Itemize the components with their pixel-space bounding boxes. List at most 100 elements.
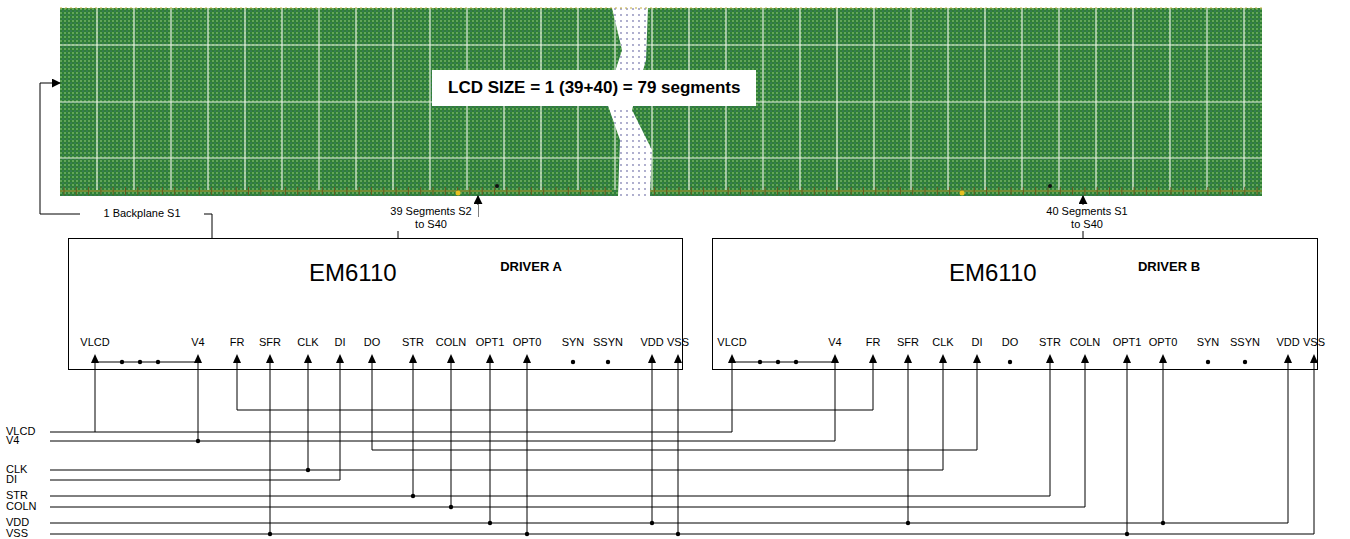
junction-dot <box>794 360 798 364</box>
pin-arrow <box>336 354 344 363</box>
pin-arrow <box>233 354 241 363</box>
driver-chip: EM6110DRIVER B <box>712 238 1318 370</box>
segment-pads <box>60 8 1262 196</box>
pin-arrow <box>1310 354 1318 363</box>
pin-name: SFR <box>259 336 281 349</box>
junction-dot <box>525 532 529 536</box>
wire <box>1127 362 1128 534</box>
junction-dot <box>1125 532 1129 536</box>
pin-name: SYN <box>562 336 585 349</box>
junction-dot <box>676 532 680 536</box>
wire <box>50 362 732 432</box>
driver-chip: EM6110DRIVER A <box>68 238 683 370</box>
pin-name: STR <box>1039 336 1061 349</box>
pin-arrow <box>447 354 455 363</box>
lcd-glass <box>60 8 1262 196</box>
pin-name: OPT0 <box>513 336 542 349</box>
junction-dot <box>776 360 780 364</box>
junction-dot <box>138 360 142 364</box>
pin-name: VSS <box>667 336 689 349</box>
lcd-panel: LCD SIZE = 1 (39+40) = 79 segments <box>60 8 1262 196</box>
pin-name: SYN <box>1197 336 1220 349</box>
pin-terminals <box>91 354 1318 364</box>
pin-arrow <box>486 354 494 363</box>
wire <box>95 362 198 363</box>
pin-dot <box>571 360 575 364</box>
signal-name: V4 <box>6 434 19 447</box>
signal-name: DI <box>6 473 17 486</box>
junction-dot <box>449 505 453 509</box>
pin-arrow <box>368 354 376 363</box>
pin-arrow <box>91 354 99 363</box>
pin-dot <box>1243 360 1247 364</box>
wire <box>270 362 271 534</box>
pin-dot <box>1206 360 1210 364</box>
junction-dot <box>156 360 160 364</box>
junction-dot <box>196 439 200 443</box>
wire <box>413 362 414 496</box>
junction-dot <box>268 532 272 536</box>
wire <box>198 362 199 441</box>
wire <box>451 362 452 507</box>
chip-name: EM6110 <box>949 259 1037 287</box>
pin-name: OPT0 <box>1149 336 1178 349</box>
pin-arrow <box>869 354 877 363</box>
wire <box>490 362 491 523</box>
pin-arrow <box>973 354 981 363</box>
pin-arrow <box>1159 354 1167 363</box>
pin-arrow <box>409 354 417 363</box>
pin-arrow <box>1123 354 1131 363</box>
wire <box>50 362 1050 496</box>
wire <box>527 362 528 534</box>
pixel-grid <box>60 8 1262 190</box>
wire <box>50 362 1085 507</box>
pin-name: COLN <box>436 336 467 349</box>
signal-connector <box>40 83 212 238</box>
pin-name: DO <box>1002 336 1019 349</box>
wire <box>95 362 96 432</box>
pin-name: SSYN <box>593 336 623 349</box>
connector-label: 39 Segments S2 to S40 <box>384 205 478 231</box>
bus-wiring <box>50 362 1314 534</box>
pin-name: FR <box>866 336 881 349</box>
pin-arrow <box>266 354 274 363</box>
pin-arrow <box>1284 354 1292 363</box>
pin-dot <box>606 360 610 364</box>
wire <box>50 362 1288 523</box>
junction-dot <box>906 521 910 525</box>
pin-arrow <box>304 354 312 363</box>
wire <box>50 362 340 480</box>
pin-dot <box>1008 360 1012 364</box>
wire <box>308 362 309 470</box>
pin-name: V4 <box>828 336 841 349</box>
lcd-size-note: LCD SIZE = 1 (39+40) = 79 segments <box>432 70 756 106</box>
pin-arrow <box>831 354 839 363</box>
pin-name: V4 <box>191 336 204 349</box>
pin-arrow <box>674 354 682 363</box>
junction-dot <box>1161 521 1165 525</box>
pin-name: DI <box>335 336 346 349</box>
pin-arrow <box>194 354 202 363</box>
wire <box>908 362 909 523</box>
wire <box>678 362 679 534</box>
lcd-matrix <box>60 8 1262 196</box>
chip-name: EM6110 <box>309 259 397 287</box>
pin-name: COLN <box>1070 336 1101 349</box>
signal-name: COLN <box>6 500 37 513</box>
junction-dot <box>650 521 654 525</box>
wire <box>50 362 1314 534</box>
connector-label: 1 Backplane S1 <box>80 207 204 220</box>
pin-arrow <box>523 354 531 363</box>
pin-name: OPT1 <box>1113 336 1142 349</box>
wire <box>732 362 835 363</box>
pin-name: STR <box>402 336 424 349</box>
wire <box>50 362 943 470</box>
pin-name: SFR <box>897 336 919 349</box>
signal-name: VSS <box>6 527 28 539</box>
pin-name: VDD <box>1276 336 1299 349</box>
pin-name: SSYN <box>1230 336 1260 349</box>
pin-name: VLCD <box>717 336 746 349</box>
wire <box>372 362 977 450</box>
pin-name: VLCD <box>80 336 109 349</box>
